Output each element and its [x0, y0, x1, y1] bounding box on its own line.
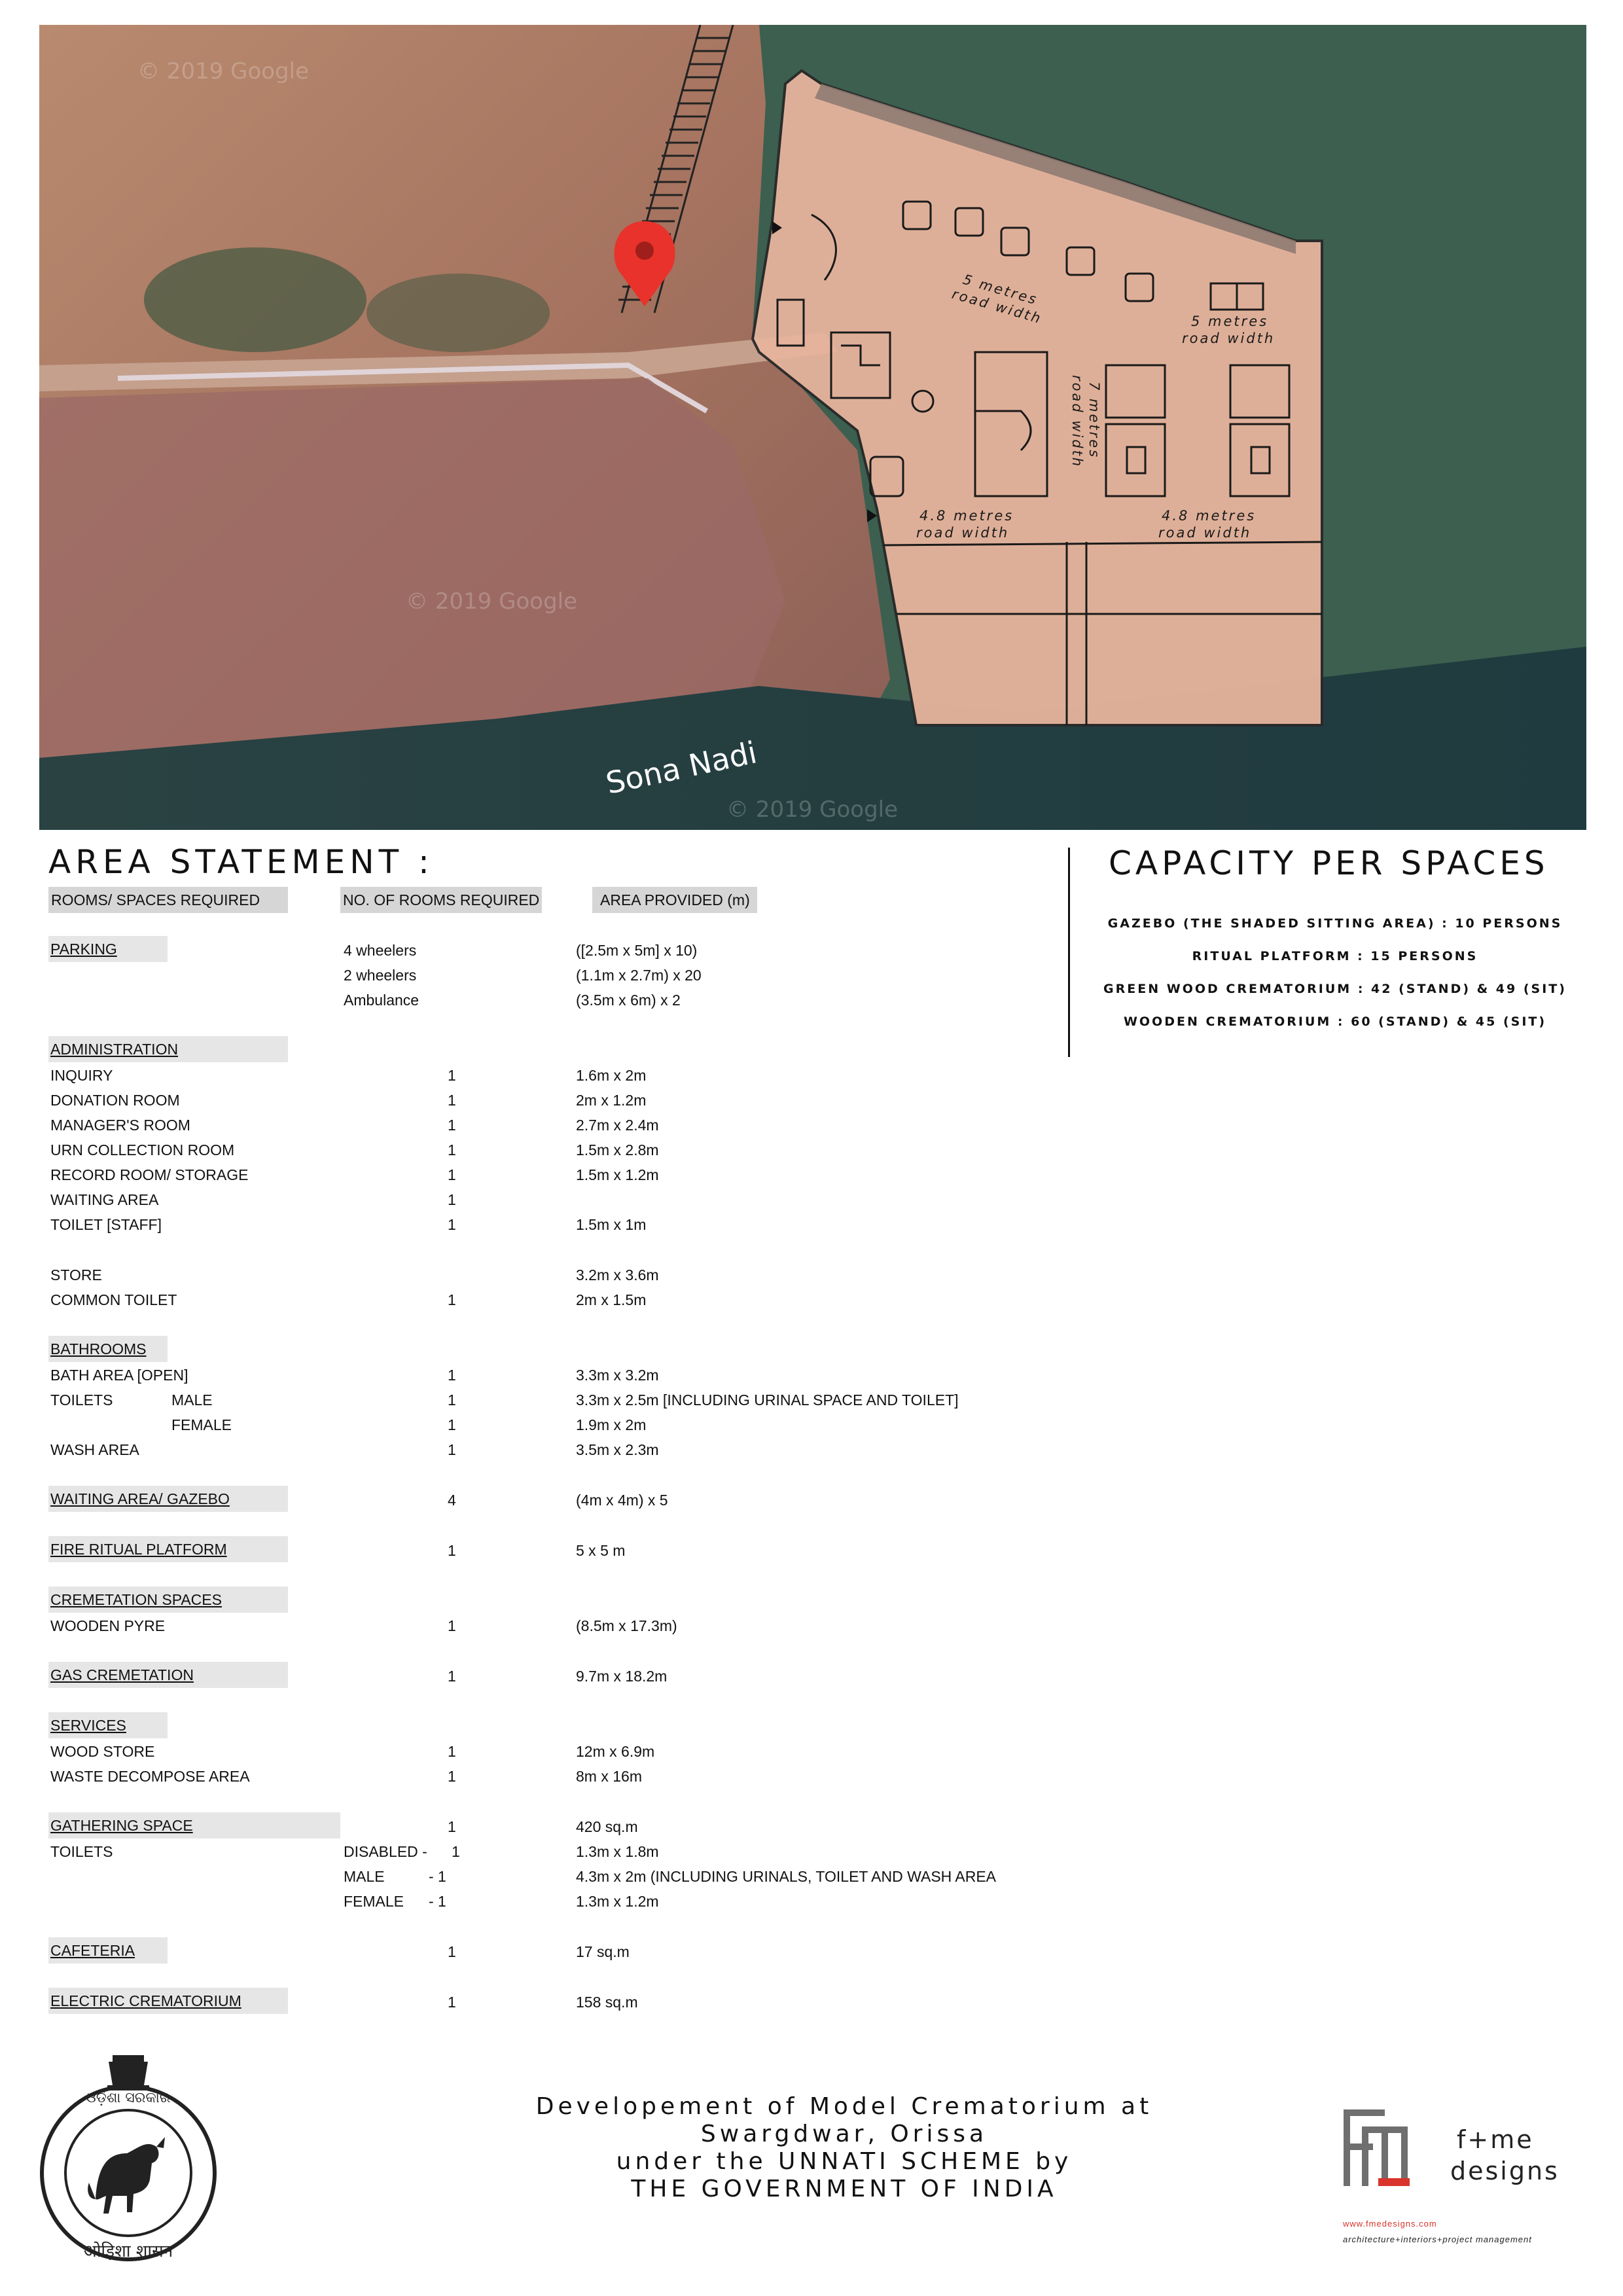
capacity-line: GREEN WOOD CREMATORIUM : 42 (STAND) & 49…	[1103, 982, 1567, 996]
table-row: 4 (4m x 4m) x 5	[448, 1492, 668, 1509]
capacity-line: GAZEBO (THE SHADED SITTING AREA) : 10 PE…	[1107, 916, 1563, 931]
table-row: STORE 3.2m x 3.6m	[50, 1266, 659, 1283]
capacity-title: CAPACITY PER SPACES	[1109, 844, 1549, 882]
svg-text:road width: road width	[1069, 375, 1085, 468]
section-services: SERVICES	[48, 1712, 168, 1738]
table-row: 1 420 sq.m	[448, 1818, 638, 1835]
table-row: COMMON TOILET 1 2m x 1.5m	[50, 1291, 647, 1308]
svg-text:road width: road width	[1158, 525, 1251, 541]
svg-text:designs: designs	[1450, 2157, 1560, 2185]
section-cafeteria: CAFETERIA	[48, 1937, 168, 1964]
section-bathrooms: BATHROOMS	[48, 1336, 168, 1362]
wooden-pyre-block	[1105, 364, 1291, 497]
svg-text:4.8 metres: 4.8 metres	[919, 508, 1014, 524]
road-label-3: 7 metres road width	[1069, 375, 1102, 468]
section-gazebo: WAITING AREA/ GAZEBO	[48, 1486, 288, 1512]
section-parking: PARKING	[48, 936, 168, 962]
area-statement-title: AREA STATEMENT :	[48, 843, 434, 881]
table-row: WAITING AREA 1	[50, 1191, 456, 1208]
table-row: WOOD STORE 1 12m x 6.9m	[50, 1743, 655, 1760]
map-watermark: © 2019 Google	[137, 58, 309, 84]
svg-text:5 metres: 5 metres	[1191, 314, 1268, 329]
table-row: FEMALE - 1 1.3m x 1.2m	[344, 1893, 659, 1910]
svg-text:4.8 metres: 4.8 metres	[1162, 508, 1256, 524]
table-row: TOILETS DISABLED - 1 1.3m x 1.8m	[50, 1843, 659, 1860]
odisha-emblem-logo: ଓଡ଼ିଶା ସରକାର ओड़िशा शासन	[35, 2049, 221, 2265]
svg-text:road width: road width	[1182, 331, 1275, 346]
road-label-5: 4.8 metres road width	[1158, 508, 1256, 541]
table-row: Ambulance (3.5m x 6m) x 2	[344, 992, 681, 1009]
table-row: WASTE DECOMPOSE AREA 1 8m x 16m	[50, 1768, 642, 1785]
fme-designs-logo: f+me designs	[1339, 2108, 1568, 2193]
table-row: TOILETS MALE 1 3.3m x 2.5m [INCLUDING UR…	[50, 1391, 959, 1408]
location-pin-icon	[614, 221, 675, 306]
header-rooms: ROOMS/ SPACES REQUIRED	[48, 887, 288, 913]
table-row: 1 17 sq.m	[448, 1943, 630, 1960]
table-row: 1 158 sq.m	[448, 1994, 638, 2011]
footer-line: Swargdwar, Orissa	[700, 2121, 988, 2147]
table-row: 2 wheelers (1.1m x 2.7m) x 20	[344, 967, 702, 984]
admin-block	[776, 213, 935, 497]
table-row: 1 9.7m x 18.2m	[448, 1668, 668, 1685]
section-gas: GAS CREMETATION	[48, 1662, 288, 1688]
brand-tagline: architecture+interiors+project managemen…	[1343, 2234, 1532, 2244]
table-row: MALE - 1 4.3m x 2m (INCLUDING URINALS, T…	[344, 1868, 997, 1885]
gas-cremation-block	[974, 351, 1048, 497]
footer-line: Developement of Model Crematorium at	[535, 2093, 1153, 2120]
capacity-line: RITUAL PLATFORM : 15 PERSONS	[1192, 949, 1478, 963]
capacity-divider	[1068, 848, 1070, 1057]
map-watermark: © 2019 Google	[726, 797, 898, 823]
map-watermark: © 2019 Google	[406, 588, 577, 615]
header-count: NO. OF ROOMS REQUIRED	[340, 887, 542, 913]
table-row: INQUIRY 1 1.6m x 2m	[50, 1067, 647, 1084]
table-row: URN COLLECTION ROOM 1 1.5m x 2.8m	[50, 1141, 659, 1158]
svg-text:ଓଡ଼ିଶା ସରକାର: ଓଡ଼ିଶା ସରକାର	[86, 2090, 171, 2106]
capacity-line: WOODEN CREMATORIUM : 60 (STAND) & 45 (SI…	[1123, 1014, 1547, 1029]
footer-line: under the UNNATI SCHEME by	[616, 2148, 1073, 2175]
svg-text:road width: road width	[916, 525, 1009, 541]
road-label-2: 5 metres road width	[1182, 314, 1275, 346]
section-fire-ritual: FIRE RITUAL PLATFORM	[48, 1536, 288, 1562]
table-row: BATH AREA [OPEN] 1 3.3m x 3.2m	[50, 1367, 659, 1384]
section-gathering: GATHERING SPACE	[48, 1812, 340, 1839]
header-area: AREA PROVIDED (m)	[592, 887, 757, 913]
svg-text:ओड़िशा शासन: ओड़िशा शासन	[84, 2241, 173, 2261]
section-cremation: CREMETATION SPACES	[48, 1587, 288, 1613]
project-title: Developement of Model Crematorium at Swa…	[419, 2093, 1270, 2203]
table-row: WASH AREA 1 3.5m x 2.3m	[50, 1441, 659, 1458]
table-row: RECORD ROOM/ STORAGE 1 1.5m x 1.2m	[50, 1166, 659, 1183]
table-row: 4 wheelers ([2.5m x 5m] x 10)	[344, 942, 698, 959]
table-row: TOILET [STAFF] 1 1.5m x 1m	[50, 1216, 647, 1233]
table-row: MANAGER'S ROOM 1 2.7m x 2.4m	[50, 1117, 659, 1134]
section-electric: ELECTRIC CREMATORIUM	[48, 1988, 288, 2014]
brand-url: www.fmedesigns.com	[1343, 2219, 1437, 2229]
gazebos	[902, 200, 1264, 311]
table-row: FEMALE 1 1.9m x 2m	[171, 1416, 647, 1433]
svg-text:f+me: f+me	[1457, 2125, 1534, 2154]
footer-line: THE GOVERNMENT OF INDIA	[631, 2176, 1058, 2202]
road-label-4: 4.8 metres road width	[916, 508, 1014, 541]
section-administration: ADMINISTRATION	[48, 1036, 288, 1062]
svg-text:7 metres: 7 metres	[1086, 382, 1102, 459]
site-plan: 5 metres road width 5 metres road width …	[39, 25, 1586, 830]
table-row: WOODEN PYRE 1 (8.5m x 17.3m)	[50, 1617, 677, 1634]
table-row: 1 5 x 5 m	[448, 1542, 626, 1559]
table-row: DONATION ROOM 1 2m x 1.2m	[50, 1092, 647, 1109]
